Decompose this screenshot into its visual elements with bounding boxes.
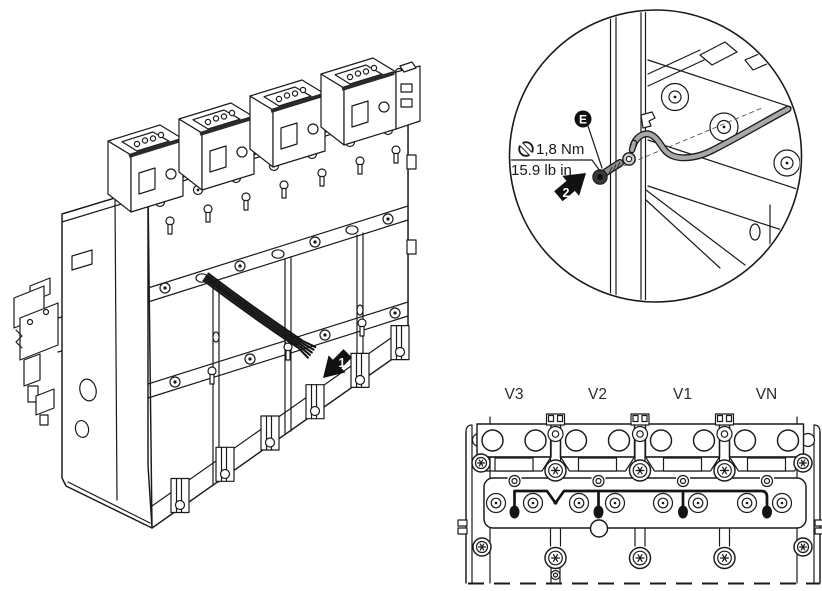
torque-value-metric: 1,8 Nm — [536, 141, 584, 158]
ground-wire — [629, 105, 792, 162]
ring-terminal — [622, 139, 638, 166]
breaker-side-panel — [61, 187, 153, 529]
wire-terminal-dot — [762, 505, 772, 519]
pole-label-v1: V1 — [673, 386, 692, 403]
terminal-clamp-bar — [128, 138, 182, 158]
plate-notch-hole — [589, 519, 609, 538]
pole-tower — [178, 102, 262, 191]
panel-surface — [645, 41, 800, 271]
pole-labels: V3 V2 V1 VN — [505, 386, 778, 403]
interpole-strip — [713, 413, 736, 570]
pole-label-v2: V2 — [588, 386, 607, 403]
pole-terminal-towers — [107, 57, 421, 213]
torque-value-imperial: 15.9 lb in — [511, 162, 572, 179]
pole-tower — [320, 57, 404, 146]
main-breaker-illustration: 1 — [13, 57, 421, 529]
pole-module — [644, 423, 721, 472]
bean-hole — [79, 378, 97, 402]
arrow-up-right-icon — [554, 173, 586, 202]
pole-label-v3: V3 — [505, 386, 524, 403]
part-label-text: E — [579, 113, 587, 127]
mounting-screw — [592, 159, 624, 185]
mounting-feet — [170, 325, 410, 514]
pole-modules — [476, 423, 805, 472]
pole-label-vn: VN — [756, 386, 778, 403]
terminal-clamp-bar — [270, 93, 324, 113]
arrow-down-left-icon — [323, 349, 352, 378]
wire-terminal-dot — [509, 505, 520, 519]
wire-tips — [297, 340, 317, 359]
voltage-tap-wire — [509, 489, 772, 519]
wire-mounts — [507, 474, 774, 488]
terminal-clamp-bar — [199, 116, 253, 136]
step-1-marker: 1 — [323, 349, 352, 378]
wire-harness-bundle — [202, 272, 317, 359]
torque-spec: 1,8 Nm 15.9 lb in — [511, 141, 601, 179]
step-2-label: 2 — [563, 186, 570, 200]
pole-module — [559, 423, 636, 472]
pole-tower — [249, 79, 333, 168]
screw-torque-icon — [518, 141, 534, 157]
interpole-strip — [544, 413, 567, 584]
mounting-bracket-assembly — [13, 277, 63, 426]
interpole-strips — [471, 413, 813, 584]
pole-module — [728, 423, 805, 472]
interpole-strip — [628, 413, 652, 570]
part-label-badge: E — [574, 110, 603, 169]
bean-hole — [74, 419, 90, 439]
terminal-clamp-bar — [341, 71, 395, 91]
wire-terminal-dot — [678, 505, 688, 519]
step-1-label: 1 — [339, 356, 346, 370]
callout-circle — [508, 9, 803, 303]
pole-module — [476, 423, 552, 472]
right-end-cap — [395, 61, 421, 130]
terminal-front-view: V3 V2 V1 VN — [457, 386, 822, 585]
wire-terminal-dot — [593, 505, 604, 519]
step-2-marker: 2 — [554, 173, 586, 202]
panel-edge-lines — [609, 11, 656, 301]
pole-tower — [107, 124, 191, 213]
detail-callout: E 1,8 Nm 15.9 lb in 2 — [508, 9, 803, 303]
